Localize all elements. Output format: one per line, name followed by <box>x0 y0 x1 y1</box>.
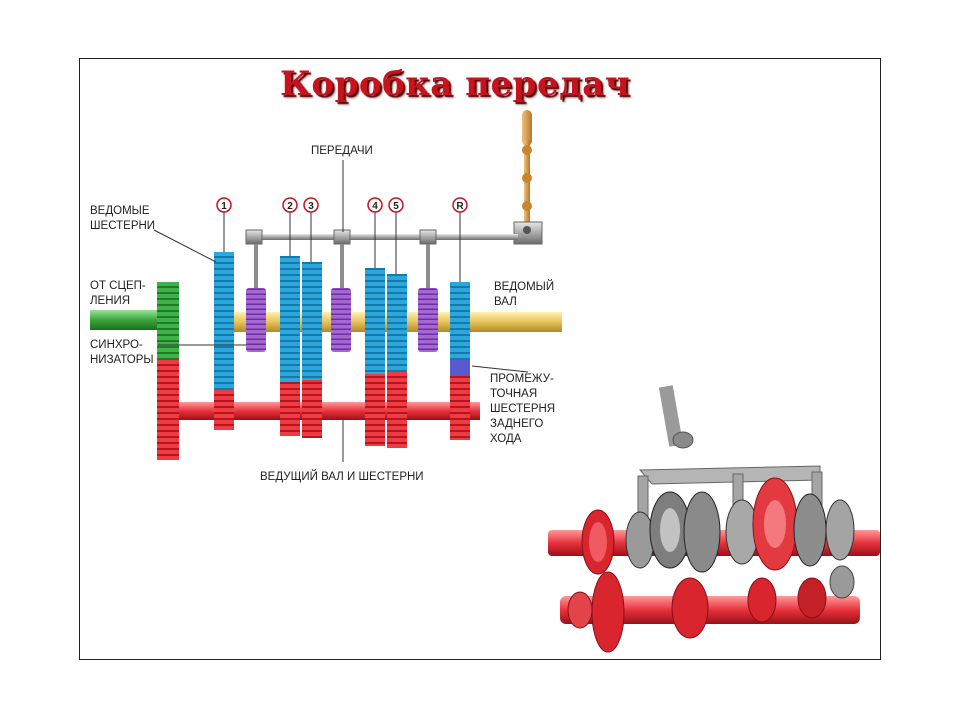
drive-gears <box>214 360 470 448</box>
synchronizers <box>246 288 438 352</box>
slide-title: Коробка передач <box>280 64 631 104</box>
input-shaft <box>90 310 160 330</box>
svg-text:R: R <box>456 201 464 212</box>
shift-lever <box>513 110 543 245</box>
driven-gear-r <box>450 282 470 360</box>
label-drive-shaft: ВЕДУЩИЙ ВАЛ И ШЕСТЕРНИ <box>260 471 424 483</box>
label-driven-gears: ВЕДОМЫЕ ШЕСТЕРНИ <box>90 205 156 232</box>
input-gear <box>157 282 179 460</box>
label-from-clutch: ОТ СЦЕП- ЛЕНИЯ <box>90 280 146 307</box>
driven-gear-4 <box>365 268 385 374</box>
svg-text:4: 4 <box>372 201 378 212</box>
gear-marker-1: 1 <box>216 197 232 252</box>
driven-gear-5 <box>387 274 407 372</box>
gear-marker-4: 4 <box>367 197 383 268</box>
selector-rod <box>245 229 518 288</box>
svg-text:1: 1 <box>221 201 227 212</box>
driven-gear-3 <box>302 262 322 380</box>
gear-marker-2: 2 <box>282 197 298 256</box>
label-synchronizers: СИНХРО- НИЗАТОРЫ <box>90 339 154 366</box>
driven-gears <box>214 252 470 390</box>
gearbox-3d-illustration <box>548 385 880 658</box>
svg-text:3: 3 <box>308 201 314 212</box>
label-gears: ПЕРЕДАЧИ <box>311 145 373 157</box>
leader-lines <box>153 160 529 462</box>
reverse-idler <box>450 360 470 376</box>
gear-number-markers: 1 2 3 4 5 R <box>216 197 468 282</box>
driven-gear-1 <box>214 252 234 390</box>
gear-marker-r: R <box>452 197 468 282</box>
label-intermediate-gear: ПРОМЕЖУ- ТОЧНАЯ ШЕСТЕРНЯ ЗАДНЕГО ХОДА <box>490 373 556 445</box>
gear-marker-5: 5 <box>388 197 404 274</box>
svg-text:2: 2 <box>287 201 293 212</box>
svg-text:5: 5 <box>393 201 399 212</box>
label-driven-shaft: ВЕДОМЫЙ ВАЛ <box>494 281 555 308</box>
gear-marker-3: 3 <box>303 197 319 262</box>
driven-gear-2 <box>280 256 300 382</box>
